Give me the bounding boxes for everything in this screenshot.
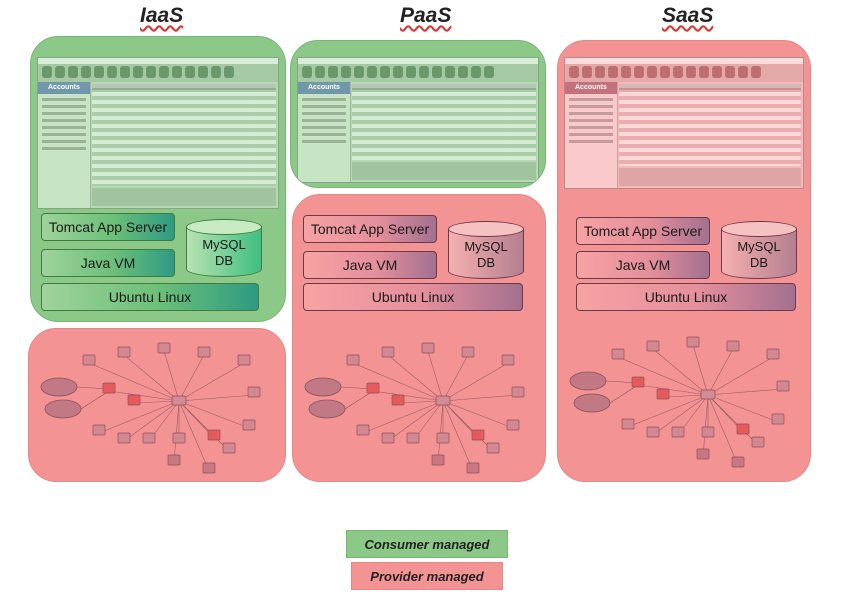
server-icon (436, 432, 450, 444)
server-icon (776, 380, 790, 392)
router-icon (700, 389, 716, 400)
ubuntu-linux-box: Ubuntu Linux (41, 283, 259, 311)
server-icon (461, 346, 475, 358)
saas-provider-panel: Accounts Tomcat App Server Java VM MySQL… (557, 40, 811, 482)
firewall-icon (391, 394, 405, 406)
server-icon (237, 354, 251, 366)
server-icon (157, 342, 171, 354)
server-icon (766, 348, 780, 360)
server-icon (611, 348, 625, 360)
db-label-line2: DB (749, 255, 769, 270)
java-vm-box: Java VM (41, 249, 175, 277)
storage-icon (202, 462, 216, 474)
cloud-icon (573, 393, 611, 413)
tomcat-app-server-box: Tomcat App Server (576, 217, 710, 245)
java-vm-box: Java VM (576, 251, 710, 279)
network-diagram (40, 342, 261, 474)
server-icon (92, 424, 106, 436)
server-icon (117, 346, 131, 358)
tomcat-app-server-box: Tomcat App Server (303, 215, 437, 243)
db-label-line1: MySQL (464, 239, 508, 254)
router-icon (171, 395, 187, 406)
cloud-icon (304, 377, 342, 397)
app-screenshot: Accounts (297, 57, 539, 183)
app-screenshot: Accounts (564, 57, 804, 189)
server-icon (506, 419, 520, 431)
app-screenshot: Accounts (37, 57, 279, 209)
cloud-icon (40, 377, 78, 397)
server-icon (621, 418, 635, 430)
legend-consumer-label: Consumer managed (364, 536, 490, 552)
firewall-icon (102, 382, 116, 394)
server-icon (142, 432, 156, 444)
server-icon (486, 442, 500, 454)
server-icon (751, 436, 765, 448)
server-icon (646, 426, 660, 438)
server-icon (82, 354, 96, 366)
paas-title: PaaS (400, 4, 452, 27)
storage-icon (731, 456, 745, 468)
app-sidebar-title: Accounts (565, 82, 617, 94)
db-label-line1: MySQL (737, 239, 781, 254)
server-icon (701, 426, 715, 438)
cloud-icon (44, 399, 82, 419)
server-icon (771, 413, 785, 425)
legend-provider-managed: Provider managed (351, 562, 503, 590)
server-icon (381, 346, 395, 358)
server-icon (117, 432, 131, 444)
iaas-provider-panel (28, 328, 286, 482)
server-icon (197, 346, 211, 358)
firewall-icon (656, 388, 670, 400)
legend-provider-label: Provider managed (370, 568, 484, 584)
server-icon (686, 336, 700, 348)
server-icon (356, 424, 370, 436)
storage-icon (696, 448, 710, 460)
firewall-icon (366, 382, 380, 394)
server-icon (381, 432, 395, 444)
ubuntu-linux-box: Ubuntu Linux (303, 283, 523, 311)
server-icon (172, 432, 186, 444)
server-icon (406, 432, 420, 444)
firewall-icon (127, 394, 141, 406)
router-icon (435, 395, 451, 406)
firewall-icon (471, 429, 485, 441)
cloud-icon (569, 371, 607, 391)
server-icon (346, 354, 360, 366)
network-diagram (569, 336, 790, 468)
server-icon (222, 442, 236, 454)
server-icon (671, 426, 685, 438)
firewall-icon (631, 376, 645, 388)
db-label-line1: MySQL (202, 237, 246, 252)
db-label-line2: DB (214, 253, 234, 268)
server-icon (726, 340, 740, 352)
server-icon (511, 386, 525, 398)
db-label-line2: DB (476, 255, 496, 270)
server-icon (242, 419, 256, 431)
tomcat-app-server-box: Tomcat App Server (41, 213, 175, 241)
iaas-consumer-panel: Accounts Tomcat App Server Java VM MySQL… (30, 36, 286, 322)
ubuntu-linux-box: Ubuntu Linux (576, 283, 796, 311)
saas-title: SaaS (662, 4, 714, 27)
storage-icon (167, 454, 181, 466)
app-sidebar-title: Accounts (38, 82, 90, 94)
java-vm-box: Java VM (303, 251, 437, 279)
app-sidebar-title: Accounts (298, 82, 350, 94)
cloud-icon (308, 399, 346, 419)
server-icon (501, 354, 515, 366)
paas-consumer-panel: Accounts (290, 40, 546, 188)
storage-icon (431, 454, 445, 466)
server-icon (247, 386, 261, 398)
legend-consumer-managed: Consumer managed (346, 530, 508, 558)
iaas-title: IaaS (140, 4, 184, 27)
server-icon (646, 340, 660, 352)
server-icon (421, 342, 435, 354)
firewall-icon (736, 423, 750, 435)
storage-icon (466, 462, 480, 474)
firewall-icon (207, 429, 221, 441)
network-diagram (304, 342, 525, 474)
